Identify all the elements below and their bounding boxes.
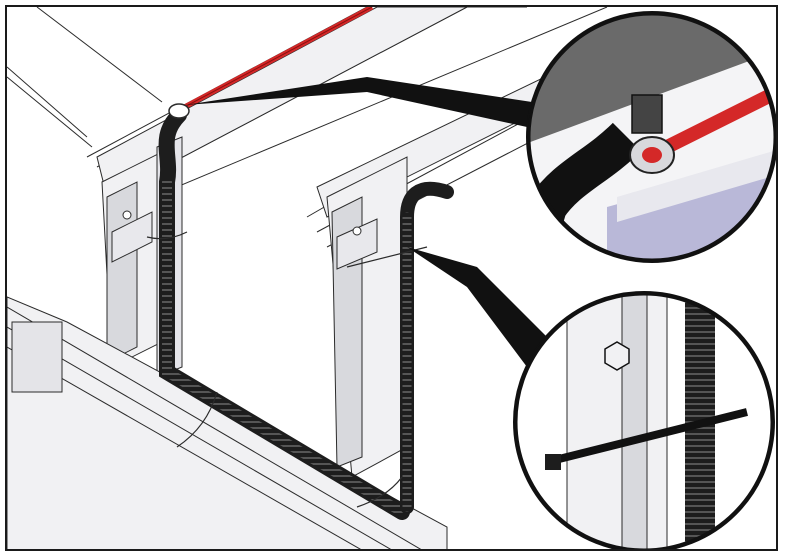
callout-leader-top	[185, 77, 532, 127]
illustration-frame	[5, 5, 778, 551]
detail-callout-top	[526, 11, 776, 263]
detail-callout-bottom	[513, 291, 775, 549]
right-bracket	[326, 156, 408, 478]
callout-leader-bottom	[407, 247, 552, 367]
technical-illustration	[7, 7, 776, 549]
cable-clip-icon	[168, 103, 190, 119]
cable-tie-icon	[146, 231, 428, 508]
bottom-rail	[7, 296, 448, 549]
hex-nut-icon	[604, 341, 630, 371]
black-conduit	[158, 107, 454, 520]
